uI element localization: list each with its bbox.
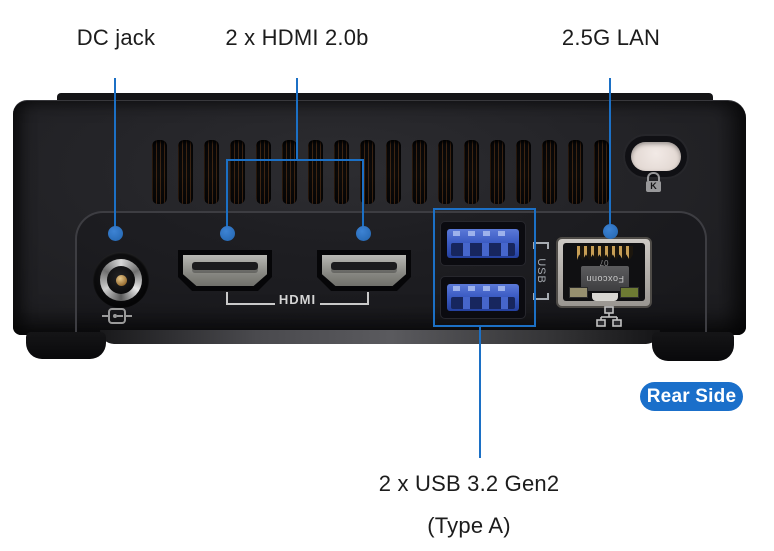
- dc-jack-ring: [100, 259, 142, 301]
- hdmi-leader-stem: [296, 78, 298, 160]
- vent-grille: [152, 140, 622, 204]
- lan-port-cavity: 07 Foxconn: [563, 243, 645, 301]
- rubber-foot-left: [26, 332, 106, 359]
- hdmi-port-2: [317, 250, 411, 291]
- dc-leader-dot: [108, 226, 123, 241]
- hdmi-leader-line-right: [362, 159, 364, 228]
- usb-port-2: [440, 276, 526, 319]
- usb-label-line2: (Type A): [427, 513, 511, 538]
- rubber-foot-right: [652, 332, 734, 361]
- hdmi-port-1-inner: [183, 255, 267, 286]
- lan-module-label: Foxconn: [581, 266, 629, 291]
- vent-slot: [516, 140, 531, 204]
- vent-slot: [490, 140, 505, 204]
- usb-zone-box: [433, 208, 536, 327]
- hdmi-leader-crossbar: [226, 159, 364, 161]
- kensington-lock-icon: K: [645, 172, 662, 192]
- lan-port: 07 Foxconn: [556, 237, 652, 308]
- vent-slot: [204, 140, 219, 204]
- lan-label: 2.5G LAN: [561, 25, 661, 50]
- hdmi-engraving-text: HDMI: [278, 292, 317, 307]
- usb-label-line1: 2 x USB 3.2 Gen2: [378, 471, 560, 496]
- vent-slot: [178, 140, 193, 204]
- usb-port-1-contacts: [453, 231, 513, 236]
- lan-led-right: [620, 287, 639, 298]
- vent-slot: [386, 140, 401, 204]
- dc-in-icon: [102, 308, 132, 324]
- hdmi-label: 2 x HDMI 2.0b: [225, 25, 369, 50]
- hdmi-port-1: [178, 250, 272, 291]
- dc-jack-label: DC jack: [76, 25, 156, 50]
- vent-slot: [152, 140, 167, 204]
- dc-jack-hole: [107, 266, 135, 294]
- vent-slot: [412, 140, 427, 204]
- dc-jack-port: [93, 252, 149, 308]
- vent-slot: [594, 140, 609, 204]
- usb-port-1-tongue: [447, 229, 519, 258]
- vent-slot: [256, 140, 271, 204]
- usb-port-1: [440, 221, 526, 266]
- lock-body: K: [646, 181, 661, 192]
- vent-slot: [464, 140, 479, 204]
- usb-port-2-teeth: [451, 296, 515, 309]
- chassis-bottom-lip: [100, 330, 660, 344]
- rear-side-badge: Rear Side: [640, 382, 743, 411]
- hdmi-engraving-line-left: [228, 303, 275, 305]
- vent-slot: [282, 140, 297, 204]
- hdmi-leader-dot-left: [220, 226, 235, 241]
- hdmi-port-1-slot: [192, 262, 258, 270]
- lock-shackle: [647, 172, 660, 181]
- hdmi-port-2-slot: [331, 262, 397, 270]
- vent-slot: [308, 140, 323, 204]
- usb-leader-line: [479, 325, 481, 458]
- vent-slot: [334, 140, 349, 204]
- vent-slot: [438, 140, 453, 204]
- usb-port-1-teeth: [451, 242, 515, 256]
- dc-jack-pin: [116, 275, 127, 286]
- lan-port-tab: [592, 293, 618, 301]
- dc-leader-line: [114, 78, 116, 228]
- usb-port-2-contacts: [453, 286, 513, 291]
- hdmi-leader-line-left: [226, 159, 228, 228]
- kensington-lock-slot: [631, 142, 681, 171]
- lan-leader-line: [609, 78, 611, 226]
- chassis-top-lip: [57, 93, 713, 102]
- vent-slot: [568, 140, 583, 204]
- vent-slot: [542, 140, 557, 204]
- network-icon: [596, 306, 622, 327]
- lan-led-left: [569, 287, 588, 298]
- lan-module-brand: Foxconn: [585, 273, 625, 284]
- hdmi-leader-dot-right: [356, 226, 371, 241]
- hdmi-port-2-inner: [322, 255, 406, 286]
- usb-port-2-tongue: [447, 284, 519, 311]
- hdmi-engraving: HDMI: [226, 292, 369, 307]
- lan-leader-dot: [603, 224, 618, 239]
- vent-slot: [230, 140, 245, 204]
- hdmi-engraving-line-right: [320, 303, 367, 305]
